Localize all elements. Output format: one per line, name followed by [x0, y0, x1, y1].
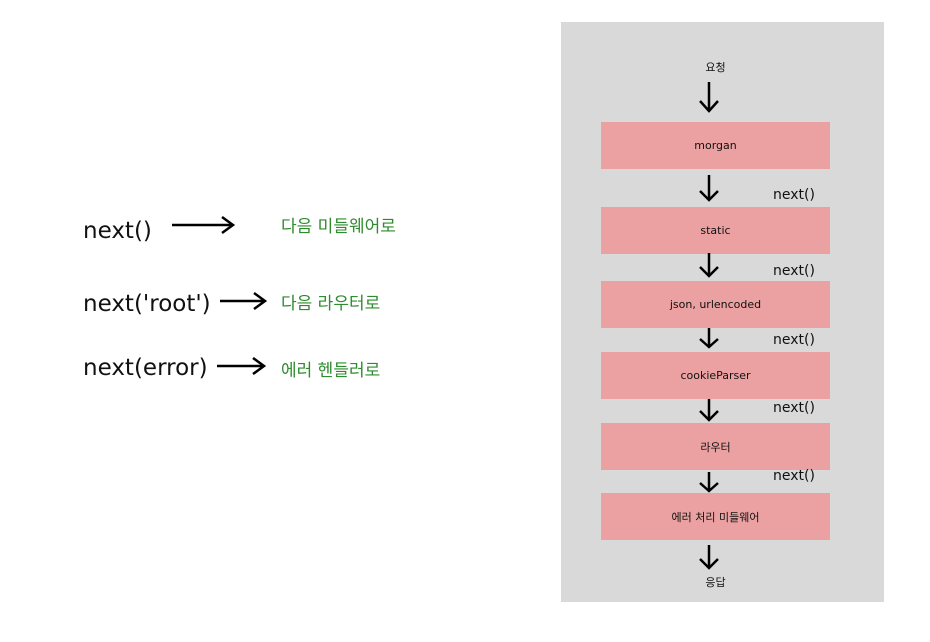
step-json-urlencoded: json, urlencoded: [601, 281, 830, 328]
next-label: next(): [773, 187, 815, 203]
down-arrow-icon: [699, 328, 719, 349]
step-label: json, urlencoded: [669, 298, 762, 311]
right-arrow-icon: [172, 215, 236, 235]
step-error-middleware: 에러 처리 미들웨어: [601, 493, 830, 540]
down-arrow-icon: [699, 399, 719, 422]
step-router: 라우터: [601, 423, 830, 470]
step-static: static: [601, 207, 830, 254]
down-arrow-icon: [699, 472, 719, 493]
step-label: morgan: [694, 139, 737, 152]
right-arrow-icon: [220, 291, 268, 311]
legend-target-next-middleware: 다음 미들웨어로: [281, 217, 396, 237]
next-label: next(): [773, 263, 815, 279]
next-label: next(): [773, 468, 815, 484]
down-arrow-icon: [699, 175, 719, 202]
down-arrow-icon: [699, 253, 719, 278]
step-morgan: morgan: [601, 122, 830, 169]
right-arrow-icon: [217, 356, 267, 376]
next-label: next(): [773, 332, 815, 348]
step-label: 에러 처리 미들웨어: [671, 510, 760, 524]
down-arrow-icon: [699, 545, 719, 570]
step-label: 라우터: [700, 440, 731, 454]
legend-target-error-handler: 에러 헨들러로: [281, 361, 381, 381]
response-label: 응답: [705, 576, 726, 589]
step-cookieparser: cookieParser: [601, 352, 830, 399]
legend-call-next-error: next(error): [83, 355, 208, 381]
legend-call-next-root: next('root'): [83, 291, 211, 317]
step-label: static: [700, 224, 731, 237]
next-label: next(): [773, 400, 815, 416]
down-arrow-icon: [699, 82, 719, 113]
request-label: 요청: [705, 61, 726, 74]
middleware-flow-panel: 요청 morgan next() static next() json, url…: [561, 22, 884, 602]
legend-target-next-router: 다음 라우터로: [281, 294, 381, 314]
step-label: cookieParser: [680, 369, 751, 382]
legend-call-next: next(): [83, 218, 152, 244]
